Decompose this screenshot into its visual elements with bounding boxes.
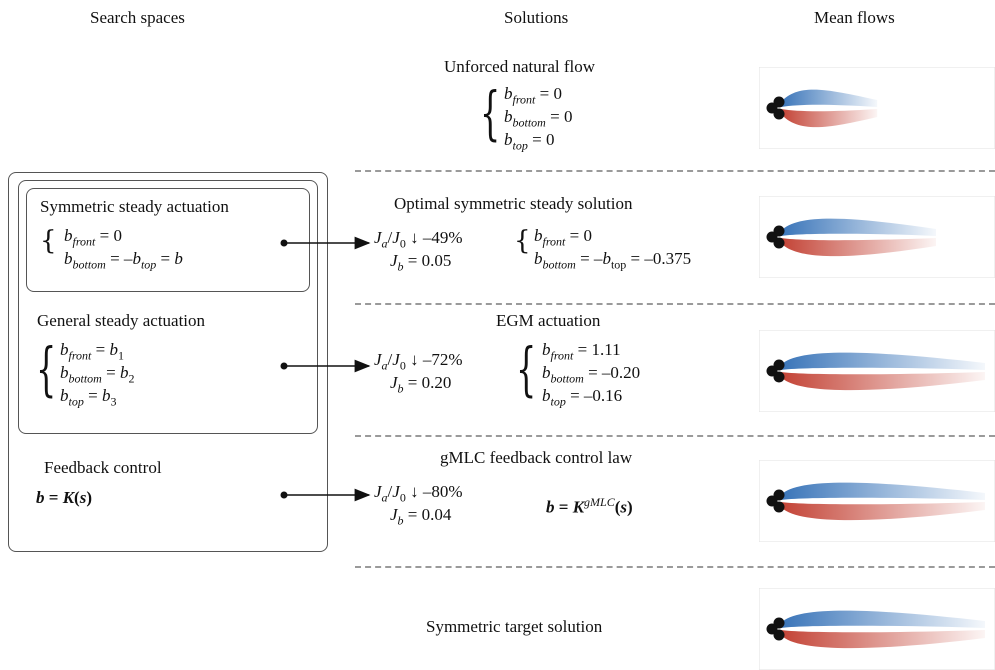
cylinder-front	[766, 231, 778, 243]
brace-symbol: {	[480, 79, 501, 147]
symmetric-box	[26, 188, 310, 292]
gmlc-law: b = KgMLC(s)	[546, 495, 633, 517]
target-title: Symmetric target solution	[426, 617, 603, 636]
brace-symbol: {	[40, 226, 57, 256]
egm-bottom-value: = –0.20	[588, 362, 641, 382]
symmetric-cost-ratio: ↓ –49%	[410, 228, 463, 247]
red-vorticity-region	[781, 630, 985, 649]
cylinder-front	[766, 623, 778, 635]
red-vorticity-region	[781, 109, 878, 128]
general-box	[18, 180, 318, 434]
egm-title: EGM actuation	[496, 311, 601, 330]
red-vorticity-region	[781, 238, 936, 257]
symmetric-title: Symmetric steady actuation	[40, 197, 229, 216]
unforced-equations: { bfront = 0 bbottom = 0 btop = 0	[480, 79, 573, 153]
symmetric-front-value: = 0	[569, 226, 592, 245]
general-search-equations: { bfront = b1 bbottom = b2 btop = b3	[36, 335, 135, 409]
header-mean-flows: Mean flows	[814, 8, 895, 27]
gmlc-title: gMLC feedback control law	[440, 448, 633, 467]
symmetric-solution-equations: { bfront = 0 bbottom = –btop = –0.375	[514, 226, 692, 272]
blue-vorticity-region	[781, 89, 878, 107]
general-title: General steady actuation	[37, 311, 206, 330]
separator-2	[355, 303, 995, 305]
red-vorticity-region	[781, 372, 985, 391]
flow-frame	[759, 330, 995, 412]
blue-vorticity-region	[781, 482, 985, 500]
gmlc-cost: Ja/J0 ↓ –80% Jb = 0.04	[374, 482, 463, 528]
blue-vorticity-region	[781, 610, 985, 628]
unforced-front-value: 0	[553, 84, 563, 103]
flow-egm	[759, 330, 995, 412]
flow-target	[759, 588, 995, 670]
feedback-box	[8, 172, 328, 552]
flow-frame	[759, 460, 995, 542]
flow-unforced	[759, 67, 995, 149]
gmlc-law-superscript: gMLC	[584, 495, 615, 509]
symmetric-bottom-value: = –0.375	[630, 248, 692, 268]
symmetric-jb-value: = 0.05	[407, 250, 452, 270]
separator-4	[355, 566, 995, 568]
cylinder-front	[766, 365, 778, 377]
cylinder-front	[766, 102, 778, 114]
flow-symmetric	[759, 196, 995, 278]
flow-frame	[759, 196, 995, 278]
feedback-title: Feedback control	[44, 458, 162, 477]
unforced-top-value: 0	[545, 129, 555, 149]
brace-symbol: {	[514, 226, 531, 256]
brace-symbol: {	[516, 335, 537, 403]
blue-vorticity-region	[781, 352, 985, 370]
header-search-spaces: Search spaces	[90, 8, 185, 27]
flow-frame	[759, 67, 995, 149]
brace-symbol: {	[36, 335, 57, 403]
flow-frame	[759, 588, 995, 670]
unforced-bottom-value: 0	[563, 106, 573, 126]
egm-jb-value: = 0.20	[407, 372, 452, 392]
blue-vorticity-region	[781, 218, 936, 236]
egm-cost-ratio: ↓ –72%	[410, 350, 463, 369]
gmlc-cost-ratio: ↓ –80%	[410, 482, 463, 501]
separator-1	[355, 170, 995, 172]
red-vorticity-region	[781, 502, 985, 521]
unforced-title: Unforced natural flow	[444, 57, 596, 76]
egm-top-value: = –0.16	[570, 385, 623, 405]
cylinder-front	[766, 495, 778, 507]
flow-gmlc	[759, 460, 995, 542]
header-solutions: Solutions	[504, 8, 569, 27]
symmetric-search-equations: { bfront = 0 bbottom = –btop = b	[40, 226, 183, 272]
egm-front-value: = 1.11	[577, 340, 621, 359]
symmetric-solution-title: Optimal symmetric steady solution	[394, 194, 633, 213]
symmetric-cost: Ja/J0 ↓ –49% Jb = 0.05	[374, 228, 463, 274]
feedback-law: b = K(s)	[36, 488, 92, 507]
gmlc-jb-value: = 0.04	[407, 504, 452, 524]
egm-cost: Ja/J0 ↓ –72% Jb = 0.20	[374, 350, 463, 396]
separator-3	[355, 435, 995, 437]
egm-equations: { bfront = 1.11 bbottom = –0.20 btop = –…	[516, 335, 641, 409]
